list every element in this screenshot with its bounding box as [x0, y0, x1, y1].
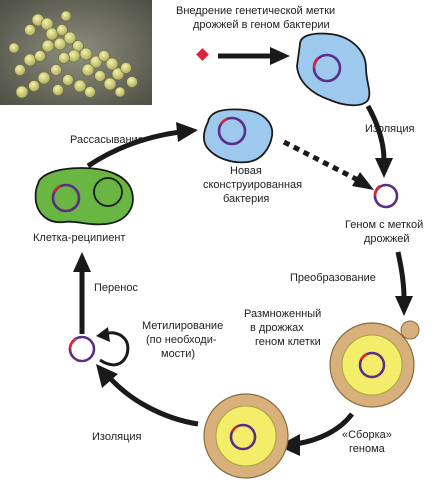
new-bacteria-label-line3: бактерия — [223, 193, 269, 205]
arrow-transformation — [395, 251, 413, 316]
arrow-transfer — [73, 252, 91, 334]
new-constructed-bacterium — [202, 108, 274, 164]
arrow-absorption — [86, 122, 198, 169]
arrow-isolation-top — [365, 104, 393, 178]
methylation-label-line2: (по необходи- — [146, 334, 217, 346]
assembly-label-line1: «Сборка» — [342, 429, 392, 441]
genome-mark-label-line2: дрожжей — [364, 233, 410, 245]
transfer-label: Перенос — [94, 282, 138, 294]
multiplied-label-line3: геном клетки — [255, 336, 321, 348]
arrow-assembly — [278, 412, 354, 456]
multiplied-label-line1: Размноженный — [244, 308, 321, 320]
methylated-genome — [68, 335, 96, 363]
insertion-label-line2: дрожжей в геном бактерии — [193, 19, 330, 31]
arrow-methylation-loop — [96, 327, 130, 367]
methylation-label-line3: мости) — [161, 348, 195, 360]
new-bacteria-label-line1: Новая — [230, 165, 262, 177]
insertion-label-line1: Внедрение генетической метки — [176, 5, 335, 17]
bacteria-photo — [0, 0, 152, 105]
absorption-label: Рассасывание — [70, 134, 144, 146]
arrow-isolation-bottom — [96, 364, 199, 427]
isolation-bottom-label: Изоляция — [92, 431, 142, 443]
recipient-cell-label: Клетка-реципиент — [33, 232, 125, 244]
arrow-insertion — [218, 47, 290, 65]
methylation-label-line1: Метилирование — [142, 320, 223, 332]
yeast-cell-bottom — [203, 393, 289, 479]
new-bacteria-label-line2: сконструированная — [203, 179, 302, 191]
assembly-label-line2: генома — [349, 443, 386, 455]
isolation-top-label: Изоляция — [365, 123, 415, 135]
recipient-cell — [34, 167, 134, 226]
genome-mark-label-line1: Геном с меткой — [345, 219, 423, 231]
bacterium-with-marker — [296, 32, 371, 107]
genetic-marker-icon — [196, 48, 209, 61]
genome-with-marker — [373, 183, 399, 209]
arrow-dotted — [282, 139, 374, 190]
multiplied-label-line2: в дрожжах — [250, 322, 304, 334]
transformation-label: Преобразование — [290, 272, 376, 284]
yeast-cell-right — [329, 320, 420, 408]
